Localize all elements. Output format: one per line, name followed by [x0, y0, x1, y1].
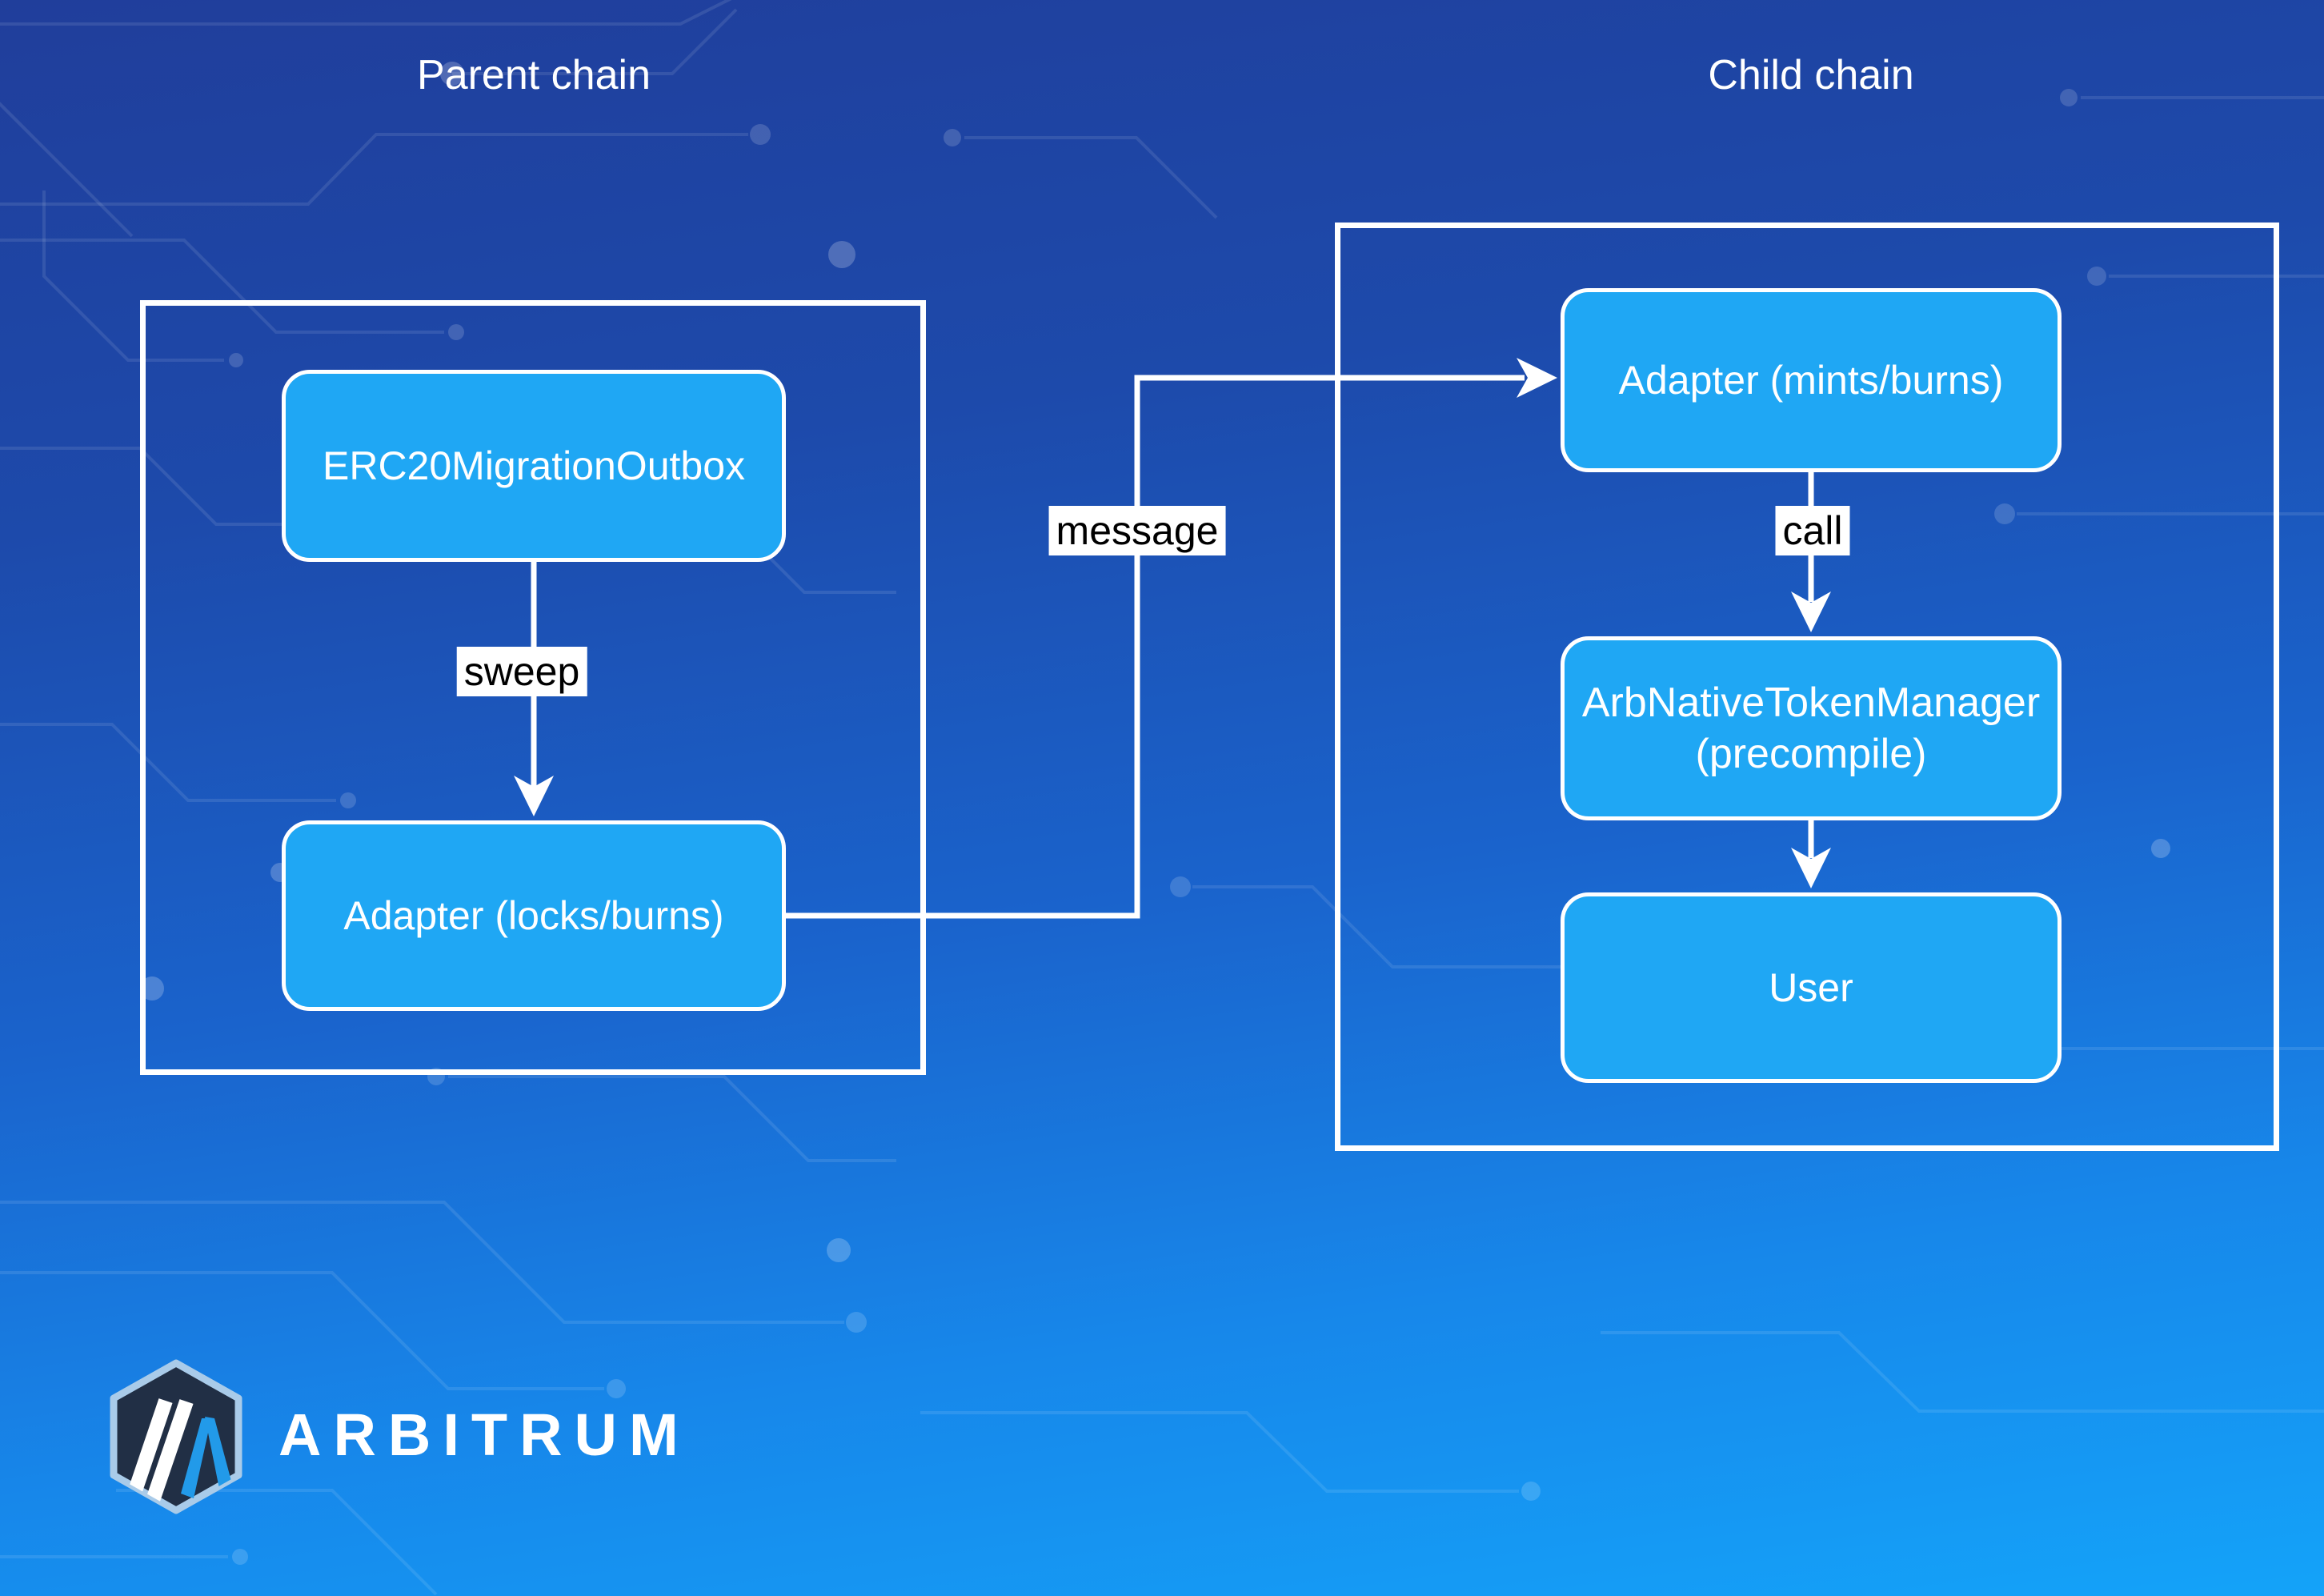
circuit-trace — [0, 239, 444, 334]
logo-blue-leg-left — [181, 1418, 211, 1498]
circuit-dot — [846, 1312, 867, 1333]
node-arb-native-token-manager: ArbNativeTokenManager (precompile) — [1561, 636, 2062, 820]
circuit-dot — [2087, 267, 2106, 286]
circuit-trace — [448, 1075, 896, 1162]
circuit-trace — [0, 1201, 844, 1324]
circuit-trace — [42, 190, 224, 362]
node-adapter-mints-burns: Adapter (mints/burns) — [1561, 288, 2062, 472]
node-label-line2: (precompile) — [1695, 731, 1927, 777]
circuit-dot — [750, 124, 771, 145]
circuit-dot — [2060, 89, 2078, 106]
circuit-trace — [0, 0, 732, 26]
circuit-trace — [920, 1411, 1519, 1493]
logo-white-slash-1 — [123, 1398, 173, 1507]
message-arrowhead-icon — [1517, 358, 1557, 398]
logo-blue-leg-right — [205, 1417, 232, 1489]
circuit-dot — [1170, 876, 1191, 897]
circuit-dot — [229, 353, 243, 367]
node-label: ArbNativeTokenManager — [1581, 680, 2041, 726]
edge-label-message: message — [1048, 506, 1226, 555]
circuit-trace — [1601, 1331, 2324, 1413]
arbitrum-hexagon-logo-icon — [110, 1359, 242, 1514]
circuit-glow-dot — [828, 241, 855, 268]
circuit-dot — [1994, 503, 2015, 524]
node-label: ERC20MigrationOutbox — [322, 443, 746, 488]
circuit-dot — [944, 129, 961, 146]
circuit-glow-dot — [140, 976, 164, 1001]
circuit-glow-dot — [440, 62, 464, 86]
node-label: User — [1769, 965, 1853, 1010]
manager-to-user-arrowhead-icon — [1791, 848, 1831, 888]
circuit-dot — [232, 1549, 248, 1565]
node-label: Adapter (locks/burns) — [343, 893, 724, 938]
logo-white-slash-2 — [142, 1399, 194, 1510]
circuit-glow-dot — [2151, 839, 2170, 858]
circuit-dot — [1521, 1482, 1541, 1501]
node-label: Adapter (mints/burns) — [1618, 358, 2004, 403]
circuit-trace — [0, 102, 134, 238]
sweep-arrowhead-icon — [514, 776, 554, 816]
edge-message-line — [786, 375, 1525, 919]
edge-label-sweep: sweep — [456, 647, 587, 696]
circuit-trace — [1192, 885, 1569, 968]
node-erc20-migration-outbox: ERC20MigrationOutbox — [282, 370, 786, 562]
arbitrum-wordmark: ARBITRUM — [278, 1402, 691, 1468]
circuit-glow-dot — [827, 1238, 851, 1262]
circuit-trace — [452, 8, 738, 75]
child-chain-title: Child chain — [1708, 52, 1914, 98]
circuit-dot — [448, 324, 464, 340]
circuit-trace — [0, 723, 336, 802]
parent-chain-title: Parent chain — [417, 52, 651, 98]
circuit-dot — [607, 1379, 626, 1398]
node-adapter-locks-burns: Adapter (locks/burns) — [282, 820, 786, 1011]
circuit-trace — [0, 133, 748, 206]
parent-chain-container — [140, 300, 926, 1075]
circuit-trace — [0, 447, 336, 526]
child-chain-container — [1335, 223, 2279, 1151]
call-arrowhead-icon — [1791, 591, 1831, 632]
circuit-trace — [0, 1271, 604, 1390]
edge-label-call: call — [1775, 506, 1850, 555]
circuit-dot — [340, 792, 356, 808]
node-user: User — [1561, 892, 2062, 1083]
circuit-trace — [964, 136, 1218, 219]
